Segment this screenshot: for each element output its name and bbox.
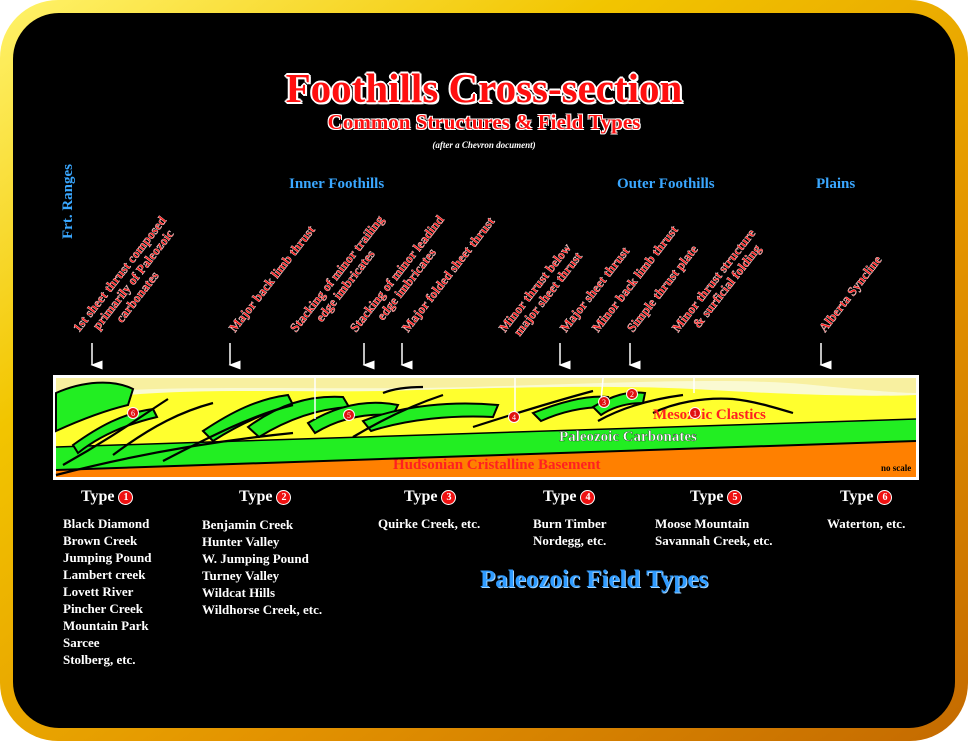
annotation-alberta-syncline: Alberta Syncline: [816, 252, 885, 335]
region-plains: Plains: [816, 176, 856, 192]
source-credit: (after a Chevron document): [432, 140, 536, 150]
marker-5: 5: [343, 409, 355, 421]
svg-text:3: 3: [602, 398, 606, 407]
label-no-scale: no scale: [881, 463, 911, 473]
svg-text:1: 1: [693, 409, 697, 418]
basement-layer: [56, 441, 916, 477]
label-mesozoic: Mesozoic Clastics: [653, 407, 766, 423]
type-2-badge: 2: [276, 489, 292, 505]
marker-1: 1: [689, 407, 701, 419]
annotation-minor-thrust-surficial-folding: Minor thrust structure& surficial foldin…: [669, 226, 770, 344]
type-6-fields: Waterton, etc.: [827, 516, 906, 531]
page-subtitle: Common Structures & Field Types: [327, 110, 641, 134]
annotation-layer: 1st sheet thrust composedprimarily of Pa…: [69, 211, 885, 370]
marker-4: 4: [508, 411, 520, 423]
fault-lines: [55, 385, 794, 477]
paleozoic-layer: [56, 419, 916, 470]
type-1-badge: 1: [118, 489, 134, 505]
type-3-badge: 3: [441, 489, 457, 505]
label-paleozoic: Paleozoic Carbonates: [559, 429, 697, 445]
slide-panel: Foothills Cross-section Common Structure…: [13, 13, 955, 728]
svg-text:5: 5: [347, 411, 351, 420]
marker-2: 2: [626, 388, 638, 400]
type-6-badge: 6: [877, 489, 893, 505]
annotation-1st-sheet-thrust: 1st sheet thrust composedprimarily of Pa…: [70, 213, 192, 352]
svg-text:2: 2: [630, 390, 634, 399]
svg-text:4: 4: [512, 413, 516, 422]
label-basement: Hudsonian Cristalline Basement: [393, 457, 601, 473]
region-outer-foothills: Outer Foothills: [617, 176, 715, 192]
type-4-badge: 4: [580, 489, 596, 505]
type-5-badge: 5: [727, 489, 743, 505]
annotation-arrows: [90, 343, 832, 370]
cross-section-diagram: Mesozoic Clastics Paleozoic Carbonates H…: [53, 375, 919, 480]
type-3-fields: Quirke Creek, etc.: [378, 516, 481, 531]
field-markers: 6 5 4 3 2 1: [127, 388, 701, 423]
svg-text:6: 6: [131, 409, 135, 418]
paleozoic-field-types-label: Paleozoic Field Types: [480, 566, 709, 593]
page-title: Foothills Cross-section: [285, 65, 683, 111]
marker-3: 3: [598, 396, 610, 408]
marker-6: 6: [127, 407, 139, 419]
region-inner-foothills: Inner Foothills: [289, 176, 385, 192]
